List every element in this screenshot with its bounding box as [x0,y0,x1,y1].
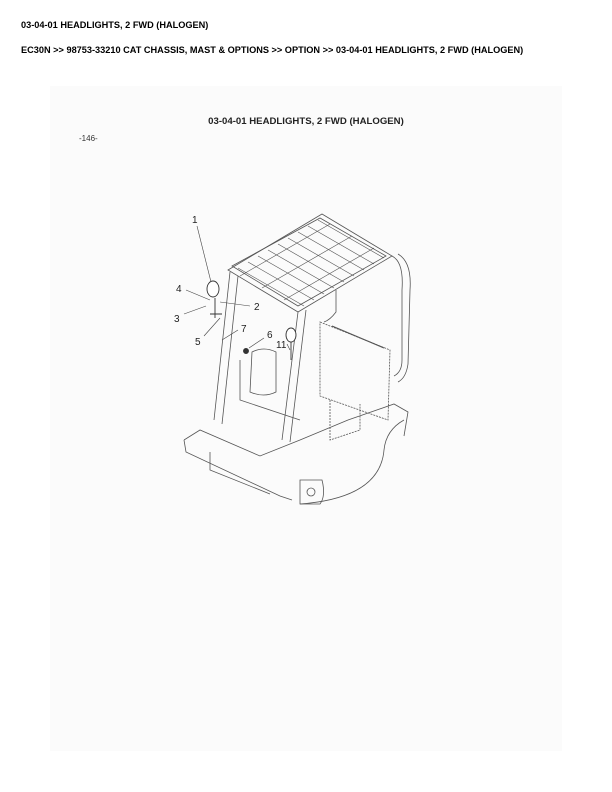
diagram-title: 03-04-01 HEADLIGHTS, 2 FWD (HALOGEN) [208,116,404,127]
callout-7: 7 [241,324,247,335]
breadcrumb: EC30N >> 98753-33210 CAT CHASSIS, MAST &… [21,45,524,55]
callout-5: 5 [195,337,201,348]
callout-6: 6 [267,330,273,341]
callout-3: 3 [174,314,180,325]
page-title: 03-04-01 HEADLIGHTS, 2 FWD (HALOGEN) [21,20,209,30]
callout-4: 4 [176,284,182,295]
callout-2: 2 [254,302,260,313]
page-number: -146- [79,134,98,143]
callout-1: 1 [192,215,198,226]
callout-11: 11 [276,340,287,351]
overhead-guard-diagram: 1 2 3 4 5 6 7 11 [174,213,411,505]
parts-diagram-panel: 03-04-01 HEADLIGHTS, 2 FWD (HALOGEN) -14… [50,86,562,751]
